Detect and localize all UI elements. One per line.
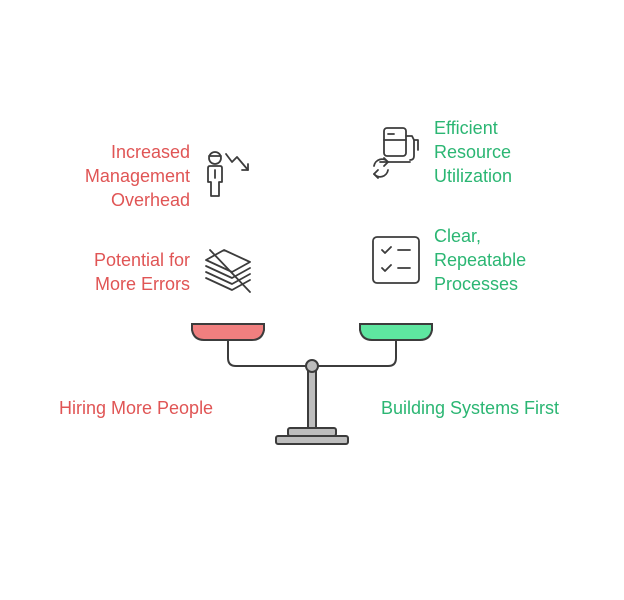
left-pan: [191, 323, 265, 341]
right-item-processes-line2: Repeatable: [434, 250, 527, 270]
left-item-errors: Potential for More Errors: [94, 248, 190, 296]
right-item-utilization-line3: Utilization: [434, 166, 513, 186]
crossed-papers-icon: [205, 249, 251, 293]
left-side-label: Hiring More People: [59, 398, 214, 418]
left-item-errors-line1: Potential for: [93, 250, 190, 270]
fuel-pump-cycle-icon: [373, 127, 419, 179]
left-item-overhead-line2: Management: [84, 166, 190, 186]
right-item-processes-line3: Processes: [434, 274, 519, 294]
left-item-overhead: Increased Management Overhead: [85, 140, 190, 212]
right-item-utilization: Efficient Resource Utilization: [434, 116, 512, 188]
right-pan: [359, 323, 433, 341]
right-item-processes: Clear, Repeatable Processes: [434, 224, 526, 296]
right-item-utilization-line2: Resource: [434, 142, 512, 162]
checklist-icon: [372, 236, 420, 284]
left-item-overhead-line1: Increased: [110, 142, 190, 162]
person-trend-down-icon: [207, 151, 249, 197]
right-item-utilization-line1: Efficient: [434, 118, 498, 138]
left-item-errors-line2: More Errors: [94, 274, 190, 294]
right-side-label: Building Systems First: [381, 398, 560, 418]
right-item-processes-line1: Clear,: [434, 226, 482, 246]
left-item-overhead-line3: Overhead: [110, 190, 190, 210]
